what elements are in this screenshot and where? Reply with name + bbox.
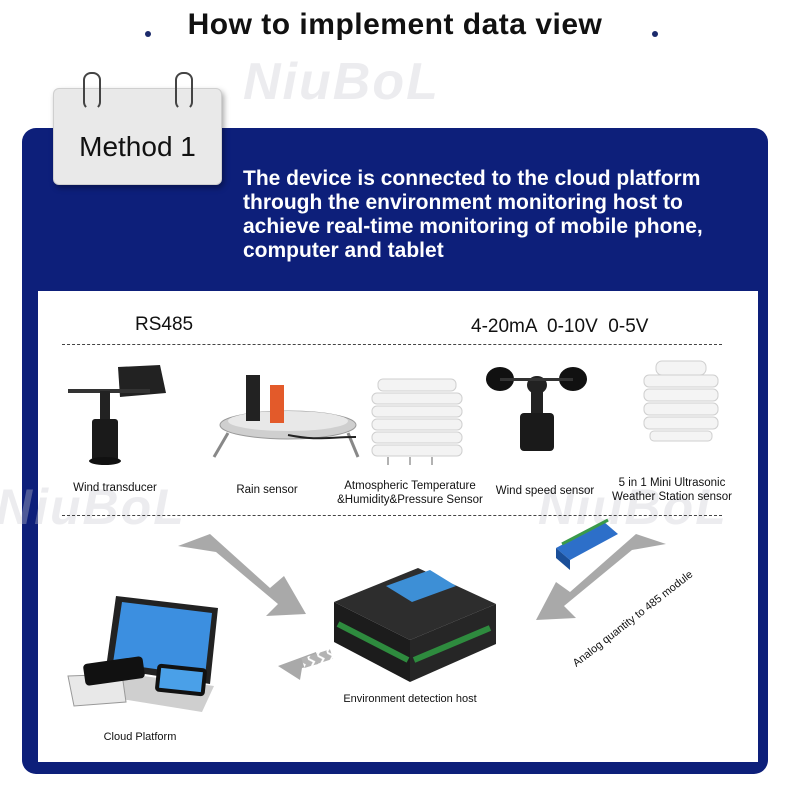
watermark-left: NiuBoL (0, 479, 186, 535)
louver-shield-icon (371, 378, 463, 465)
method-tag-label: Method 1 (79, 131, 196, 162)
sensor-label-wind-transducer: Wind transducer (73, 482, 157, 494)
rain-gauge-icon (212, 375, 360, 458)
wind-vane-icon (68, 365, 166, 465)
sensor-label-ultrasonic: 5 in 1 Mini Ultrasonic Weather Station s… (612, 477, 732, 503)
arrow-host-to-cloud (278, 649, 334, 680)
cloud-devices-icon (67, 596, 218, 712)
arrow-sensors-to-host (178, 534, 306, 616)
page-title: How to implement data view (187, 8, 603, 41)
divider-top (62, 344, 722, 345)
title-dot-left (145, 31, 151, 37)
cloud-platform-label: Cloud Platform (103, 731, 177, 743)
watermark-top: NiuBoL (243, 53, 440, 111)
divider-bottom (62, 515, 722, 516)
analog-module-icon (556, 518, 618, 570)
sensor-label-wind-speed: Wind speed sensor (495, 485, 595, 497)
rs485-label: RS485 (135, 314, 194, 335)
sensor-label-thp: Atmospheric Temperature &Humidity&Pressu… (337, 480, 483, 506)
method-description: The device is connected to the cloud pla… (243, 167, 703, 262)
binder-ring-left (83, 72, 101, 110)
system-diagram (67, 518, 666, 712)
sensor-label-rain: Rain sensor (236, 484, 298, 496)
title-dot-right (652, 31, 658, 37)
watermark-right: NiuBoL (538, 479, 728, 535)
host-label: Environment detection host (343, 693, 477, 705)
analog-signal-label: 4-20mA 0-10V 0-5V (471, 316, 649, 337)
sensor-illustrations (68, 360, 719, 465)
ultrasonic-station-icon (643, 360, 719, 442)
anemometer-icon (486, 367, 587, 451)
arrow-module-to-host (536, 534, 666, 620)
environment-host-icon (334, 568, 496, 682)
method-tag: Method 1 (53, 88, 222, 185)
binder-ring-right (175, 72, 193, 110)
